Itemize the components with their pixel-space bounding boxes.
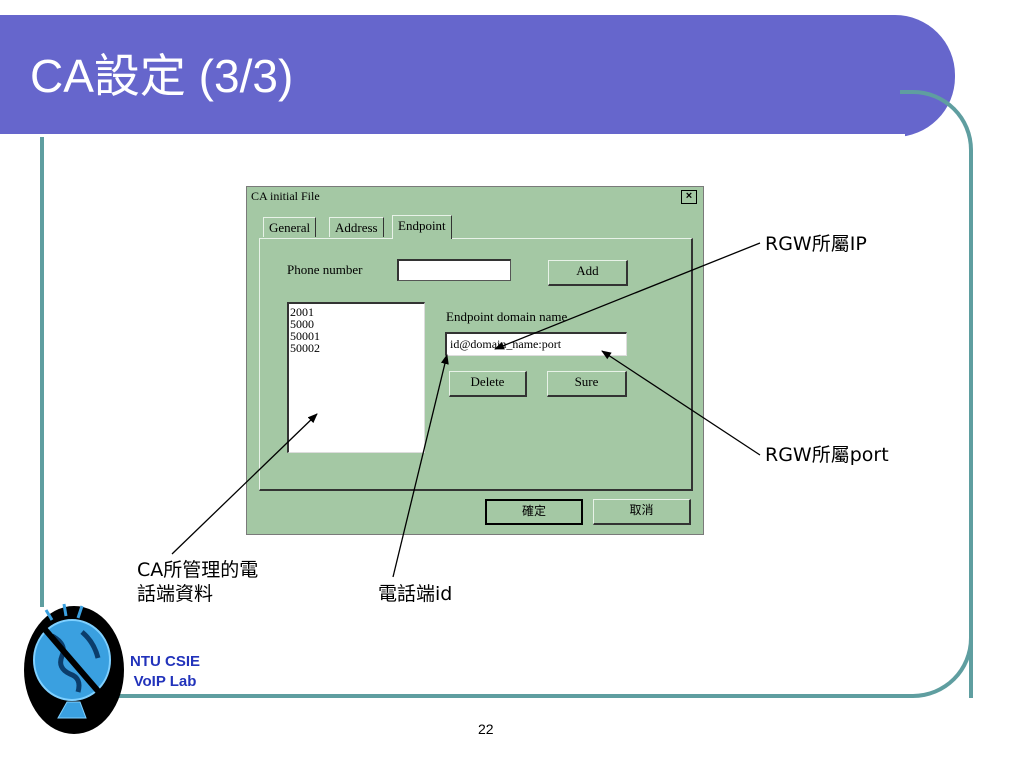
list-item[interactable]: 5000 — [290, 317, 314, 331]
title-underline — [0, 134, 905, 138]
annotation-ca-data: CA所管理的電 話端資料 — [137, 558, 258, 606]
phone-number-list[interactable]: 2001 5000 50001 50002 — [287, 302, 425, 453]
list-item[interactable]: 50001 — [290, 329, 320, 343]
page-number: 22 — [478, 721, 494, 737]
annotation-ca-data-line2: 話端資料 — [137, 583, 214, 605]
list-item[interactable]: 2001 — [290, 305, 314, 319]
endpoint-domain-input[interactable]: id@domain_name:port — [445, 332, 627, 356]
lab-logo-text: NTU CSIE VoIP Lab — [130, 652, 200, 692]
annotation-ca-data-line1: CA所管理的電 — [137, 559, 259, 581]
add-button[interactable]: Add — [548, 260, 628, 286]
phone-number-label: Phone number — [287, 262, 363, 277]
logo-line2: VoIP Lab — [133, 673, 197, 690]
globe-logo-icon — [24, 603, 124, 734]
annotation-rgw-ip: RGW所屬IP — [765, 233, 867, 255]
cancel-button[interactable]: 取消 — [593, 499, 691, 525]
phone-number-input[interactable] — [397, 259, 511, 281]
frame-bottom-border — [90, 620, 973, 698]
annotation-phone-id: 電話端id — [378, 583, 453, 605]
tab-general[interactable]: General — [263, 217, 317, 237]
frame-left-border — [40, 137, 44, 607]
close-button[interactable]: × — [681, 190, 697, 204]
dialog-title: CA initial File — [251, 189, 320, 203]
slide-title: CA設定 (3/3) — [30, 50, 294, 102]
frame-right-border — [900, 90, 973, 698]
ca-initial-file-dialog: CA initial File × General Address Endpoi… — [246, 186, 704, 535]
endpoint-domain-label: Endpoint domain name — [446, 309, 568, 324]
tab-address[interactable]: Address — [329, 217, 384, 237]
delete-button[interactable]: Delete — [449, 371, 527, 397]
title-bar — [0, 15, 955, 137]
logo-line1: NTU CSIE — [130, 653, 201, 670]
close-icon: × — [685, 190, 693, 202]
annotation-rgw-port: RGW所屬port — [765, 444, 889, 466]
ok-button[interactable]: 確定 — [485, 499, 583, 525]
list-item[interactable]: 50002 — [290, 341, 320, 355]
tab-endpoint[interactable]: Endpoint — [392, 215, 452, 239]
sure-button[interactable]: Sure — [547, 371, 627, 397]
